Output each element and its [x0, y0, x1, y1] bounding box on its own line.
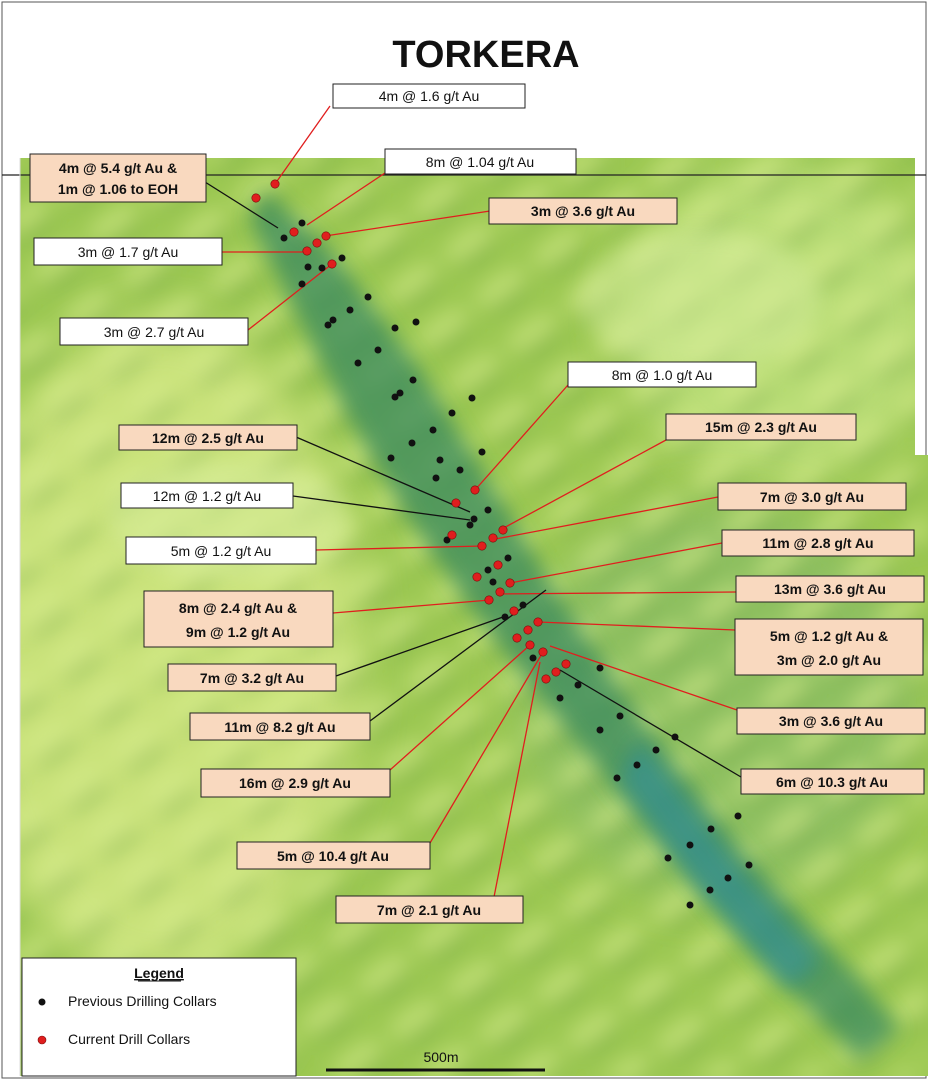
annotation-a11: 7m @ 3.0 g/t Au	[717, 482, 907, 511]
previous-collars	[280, 219, 753, 909]
terrain-image	[20, 158, 928, 1076]
annotation-a7: 8m @ 1.0 g/t Au	[567, 361, 757, 388]
annotation-a8: 12m @ 2.5 g/t Au	[118, 424, 298, 451]
svg-text:3m @ 2.0 g/t Au: 3m @ 2.0 g/t Au	[777, 652, 881, 668]
legend-title: Legend	[134, 965, 184, 981]
annotation-a3: 8m @ 1.04 g/t Au	[384, 148, 577, 175]
anomaly-trend	[250, 190, 900, 1060]
svg-text:4m @ 1.6 g/t Au: 4m @ 1.6 g/t Au	[379, 88, 480, 104]
svg-text:3m @ 1.7 g/t Au: 3m @ 1.7 g/t Au	[78, 244, 179, 260]
map-title: TORKERA	[392, 34, 579, 76]
annotation-a9: 15m @ 2.3 g/t Au	[665, 413, 857, 441]
annotation-a15: 8m @ 2.4 g/t Au & 9m @ 1.2 g/t Au	[143, 590, 334, 648]
annotation-a17: 7m @ 3.2 g/t Au	[167, 663, 337, 692]
leader-lines	[204, 105, 742, 898]
legend-previous-marker	[38, 998, 46, 1006]
annotation-boxes: 4m @ 1.6 g/t Au 4m @ 5.4 g/t Au & 1m @ 1…	[29, 83, 926, 924]
svg-text:5m @ 10.4 g/t Au: 5m @ 10.4 g/t Au	[277, 848, 389, 864]
svg-text:11m @ 2.8 g/t Au: 11m @ 2.8 g/t Au	[762, 535, 873, 551]
annotation-a12: 5m @ 1.2 g/t Au	[125, 536, 317, 565]
annotation-a5: 3m @ 1.7 g/t Au	[33, 237, 223, 266]
svg-text:6m @ 10.3 g/t Au: 6m @ 10.3 g/t Au	[776, 774, 888, 790]
svg-text:3m @ 3.6 g/t Au: 3m @ 3.6 g/t Au	[779, 713, 883, 729]
svg-text:9m @ 1.2 g/t Au: 9m @ 1.2 g/t Au	[186, 624, 290, 640]
legend-previous-label: Previous Drilling Collars	[68, 993, 217, 1009]
svg-text:5m @ 1.2 g/t Au &: 5m @ 1.2 g/t Au &	[770, 628, 888, 644]
legend-current-label: Current Drill Collars	[68, 1031, 190, 1047]
svg-text:16m @ 2.9 g/t Au: 16m @ 2.9 g/t Au	[239, 775, 351, 791]
svg-text:12m @ 2.5 g/t Au: 12m @ 2.5 g/t Au	[152, 430, 264, 446]
legend-current-marker	[37, 1035, 47, 1045]
svg-text:8m @ 1.0 g/t Au: 8m @ 1.0 g/t Au	[612, 367, 713, 383]
legend: Legend Previous Drilling Collars Current…	[21, 957, 297, 1077]
svg-text:8m @ 1.04 g/t Au: 8m @ 1.04 g/t Au	[426, 154, 534, 170]
annotation-a19: 11m @ 8.2 g/t Au	[189, 712, 371, 741]
annotation-a14: 13m @ 3.6 g/t Au	[735, 575, 925, 603]
svg-text:4m @ 5.4 g/t Au &: 4m @ 5.4 g/t Au &	[59, 160, 177, 176]
annotation-a6: 3m @ 2.7 g/t Au	[59, 317, 249, 346]
svg-text:3m @ 2.7 g/t Au: 3m @ 2.7 g/t Au	[104, 324, 205, 340]
current-collars	[251, 179, 571, 684]
annotation-a10: 12m @ 1.2 g/t Au	[120, 482, 294, 509]
svg-text:1m @ 1.06 to EOH: 1m @ 1.06 to EOH	[58, 181, 178, 197]
svg-text:8m @ 2.4 g/t Au &: 8m @ 2.4 g/t Au &	[179, 600, 297, 616]
annotation-a23: 7m @ 2.1 g/t Au	[335, 895, 524, 924]
svg-text:13m @ 3.6 g/t Au: 13m @ 3.6 g/t Au	[774, 581, 886, 597]
svg-text:7m @ 3.0 g/t Au: 7m @ 3.0 g/t Au	[760, 489, 864, 505]
annotation-a18: 3m @ 3.6 g/t Au	[736, 707, 926, 735]
annotation-a20: 6m @ 10.3 g/t Au	[740, 768, 925, 795]
svg-text:7m @ 3.2 g/t Au: 7m @ 3.2 g/t Au	[200, 670, 304, 686]
svg-text:11m @ 8.2 g/t Au: 11m @ 8.2 g/t Au	[224, 719, 335, 735]
annotation-a4: 3m @ 3.6 g/t Au	[488, 197, 678, 225]
annotation-a21: 16m @ 2.9 g/t Au	[200, 768, 391, 798]
annotation-a2: 4m @ 5.4 g/t Au & 1m @ 1.06 to EOH	[29, 153, 207, 203]
scale-bar: 500m	[326, 1049, 545, 1072]
svg-text:5m @ 1.2 g/t Au: 5m @ 1.2 g/t Au	[171, 543, 272, 559]
annotation-a1: 4m @ 1.6 g/t Au	[332, 83, 526, 109]
annotation-a13: 11m @ 2.8 g/t Au	[721, 529, 915, 557]
svg-text:7m @ 2.1 g/t Au: 7m @ 2.1 g/t Au	[377, 902, 481, 918]
scale-bar-label: 500m	[423, 1049, 458, 1065]
svg-text:15m @ 2.3 g/t Au: 15m @ 2.3 g/t Au	[705, 419, 817, 435]
annotation-a22: 5m @ 10.4 g/t Au	[236, 841, 431, 870]
svg-text:12m @ 1.2 g/t Au: 12m @ 1.2 g/t Au	[153, 488, 261, 504]
svg-text:3m @ 3.6 g/t Au: 3m @ 3.6 g/t Au	[531, 203, 635, 219]
annotation-a16: 5m @ 1.2 g/t Au & 3m @ 2.0 g/t Au	[734, 618, 924, 676]
